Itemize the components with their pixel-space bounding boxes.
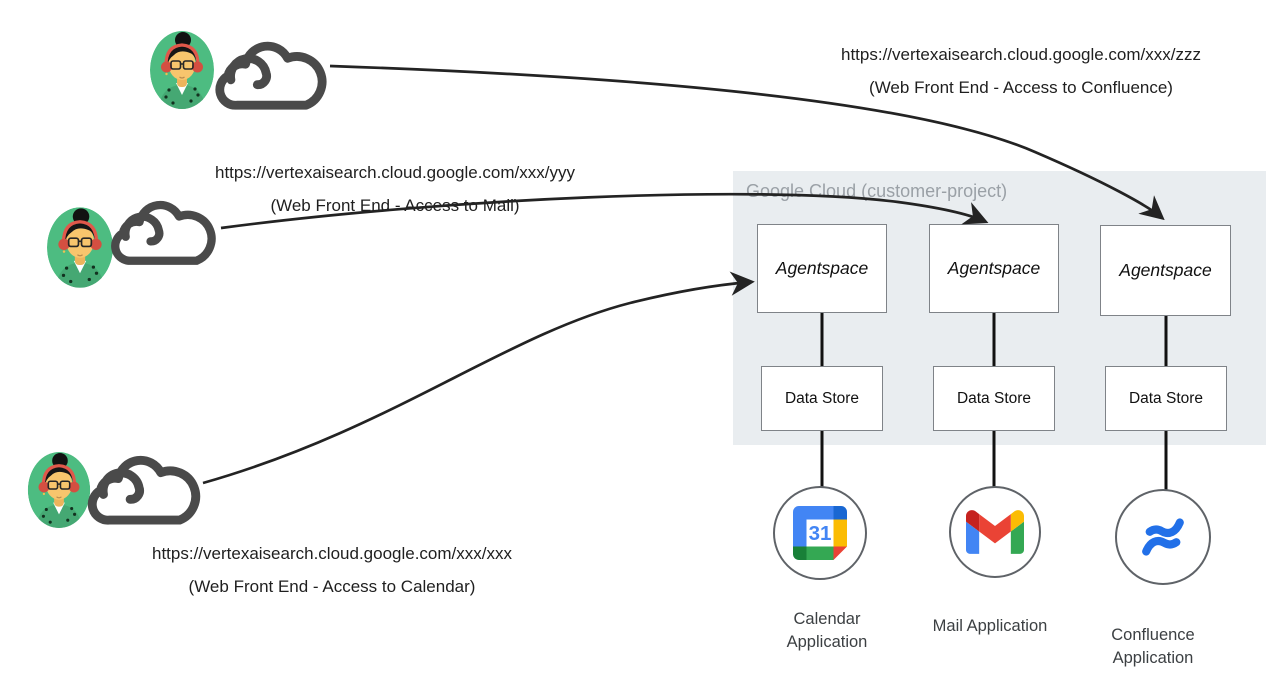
confluence-url-caption: https://vertexaisearch.cloud.google.com/… — [841, 38, 1201, 104]
user-group-calendar — [25, 442, 203, 529]
mail-app-node — [949, 486, 1041, 578]
gmail-icon — [966, 510, 1024, 554]
agentspace-label: Agentspace — [947, 258, 1041, 278]
agentspace-label: Agentspace — [1119, 260, 1212, 280]
datastore-label: Data Store — [956, 389, 1032, 407]
url-text: https://vertexaisearch.cloud.google.com/… — [215, 163, 575, 182]
agentspace-label: Agentspace — [775, 258, 869, 278]
datastore-label: Data Store — [1128, 389, 1204, 407]
confluence-app-node — [1115, 489, 1211, 585]
google-calendar-icon: 31 — [793, 506, 847, 560]
agentspace-box-confluence: Agentspace — [1100, 225, 1231, 316]
cloud-icon — [111, 200, 216, 265]
datastore-label: Data Store — [784, 389, 860, 407]
mail-app-label: Mail Application — [932, 617, 1048, 635]
calendar-url-caption: https://vertexaisearch.cloud.google.com/… — [152, 537, 512, 603]
mail-url-caption: https://vertexaisearch.cloud.google.com/… — [215, 156, 575, 222]
url-subtext: (Web Front End - Access to Mail) — [270, 196, 520, 215]
calendar-day-text: 31 — [809, 522, 832, 545]
agentspace-box-calendar: Agentspace — [757, 224, 887, 313]
user-group-confluence — [150, 28, 330, 114]
arrow-calendar-request — [202, 271, 755, 485]
cloud-icon — [215, 41, 327, 110]
user-avatar-icon — [150, 31, 214, 109]
datastore-box-calendar: Data Store — [761, 366, 883, 431]
url-subtext: (Web Front End - Access to Calendar) — [188, 577, 476, 596]
user-group-mail — [47, 188, 223, 289]
confluence-app-label: Confluence Application — [1111, 626, 1195, 667]
agentspace-box-mail: Agentspace — [929, 224, 1059, 313]
url-text: https://vertexaisearch.cloud.google.com/… — [841, 45, 1201, 64]
confluence-icon — [1142, 518, 1184, 556]
user-avatar-icon — [27, 452, 91, 528]
url-text: https://vertexaisearch.cloud.google.com/… — [152, 544, 512, 563]
url-subtext: (Web Front End - Access to Confluence) — [869, 78, 1173, 97]
datastore-box-mail: Data Store — [933, 366, 1055, 431]
cloud-icon — [87, 455, 201, 525]
calendar-app-label: Calendar Application — [786, 610, 868, 651]
user-avatar-icon — [47, 207, 113, 288]
google-cloud-label: Google Cloud (customer-project) — [746, 181, 1008, 201]
calendar-app-node: 31 — [773, 486, 867, 580]
datastore-box-confluence: Data Store — [1105, 366, 1227, 431]
